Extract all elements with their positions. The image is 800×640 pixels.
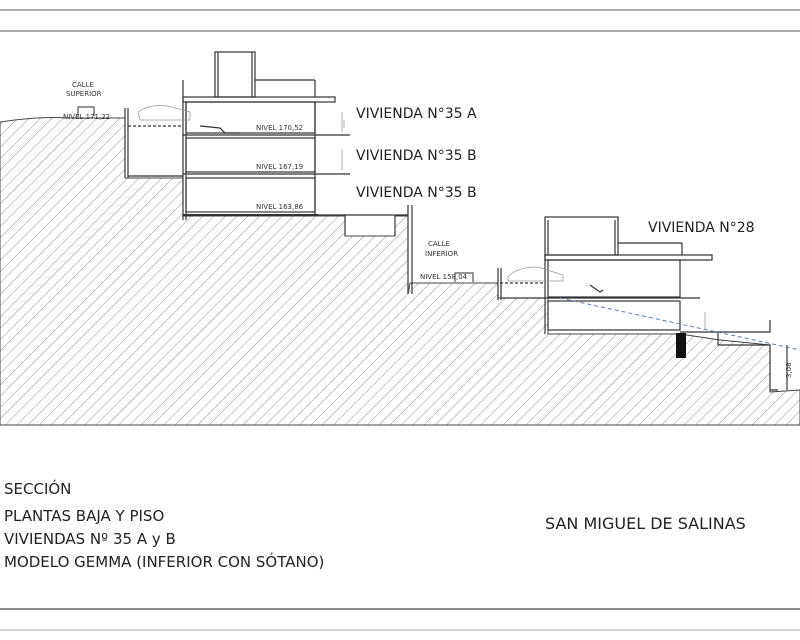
- level-n1: NIVEL 170,52: [256, 124, 303, 132]
- location-label: SAN MIGUEL DE SALINAS: [545, 514, 746, 533]
- level-n3: NIVEL 163,86: [256, 203, 304, 211]
- level-calle-inferior: NIVEL 158,04: [420, 273, 468, 281]
- title-line-2: PLANTAS BAJA Y PISO: [4, 507, 164, 525]
- building-35: [77, 51, 413, 294]
- level-n2: NIVEL 167,19: [256, 163, 303, 171]
- vivienda-28-label: VIVIENDA N°28: [648, 220, 755, 236]
- calle-superior-label-2: SUPERIOR: [66, 90, 102, 98]
- calle-inferior-label-1: CALLE: [428, 240, 450, 248]
- frame-lines: [0, 9, 800, 631]
- calle-superior-label-1: CALLE: [72, 81, 94, 89]
- vivienda-35a-label: VIVIENDA N°35 A: [356, 106, 477, 122]
- footing: [676, 333, 686, 358]
- title-line-1: SECCIÓN: [4, 479, 71, 498]
- level-calle-superior: NIVEL 171,22: [63, 113, 110, 121]
- vivienda-35b-basement-label: VIVIENDA N°35 B: [356, 185, 477, 201]
- dashed-profile-line: [559, 297, 800, 351]
- calle-inferior-label-2: INFERIOR: [425, 250, 458, 258]
- title-line-3: VIVIENDAS Nº 35 A y B: [4, 530, 176, 548]
- title-line-4: MODELO GEMMA (INFERIOR CON SÓTANO): [4, 552, 324, 571]
- building-28: [454, 216, 788, 391]
- dimension-label: 3,08: [785, 362, 793, 378]
- vivienda-35b-label: VIVIENDA N°35 B: [356, 148, 477, 164]
